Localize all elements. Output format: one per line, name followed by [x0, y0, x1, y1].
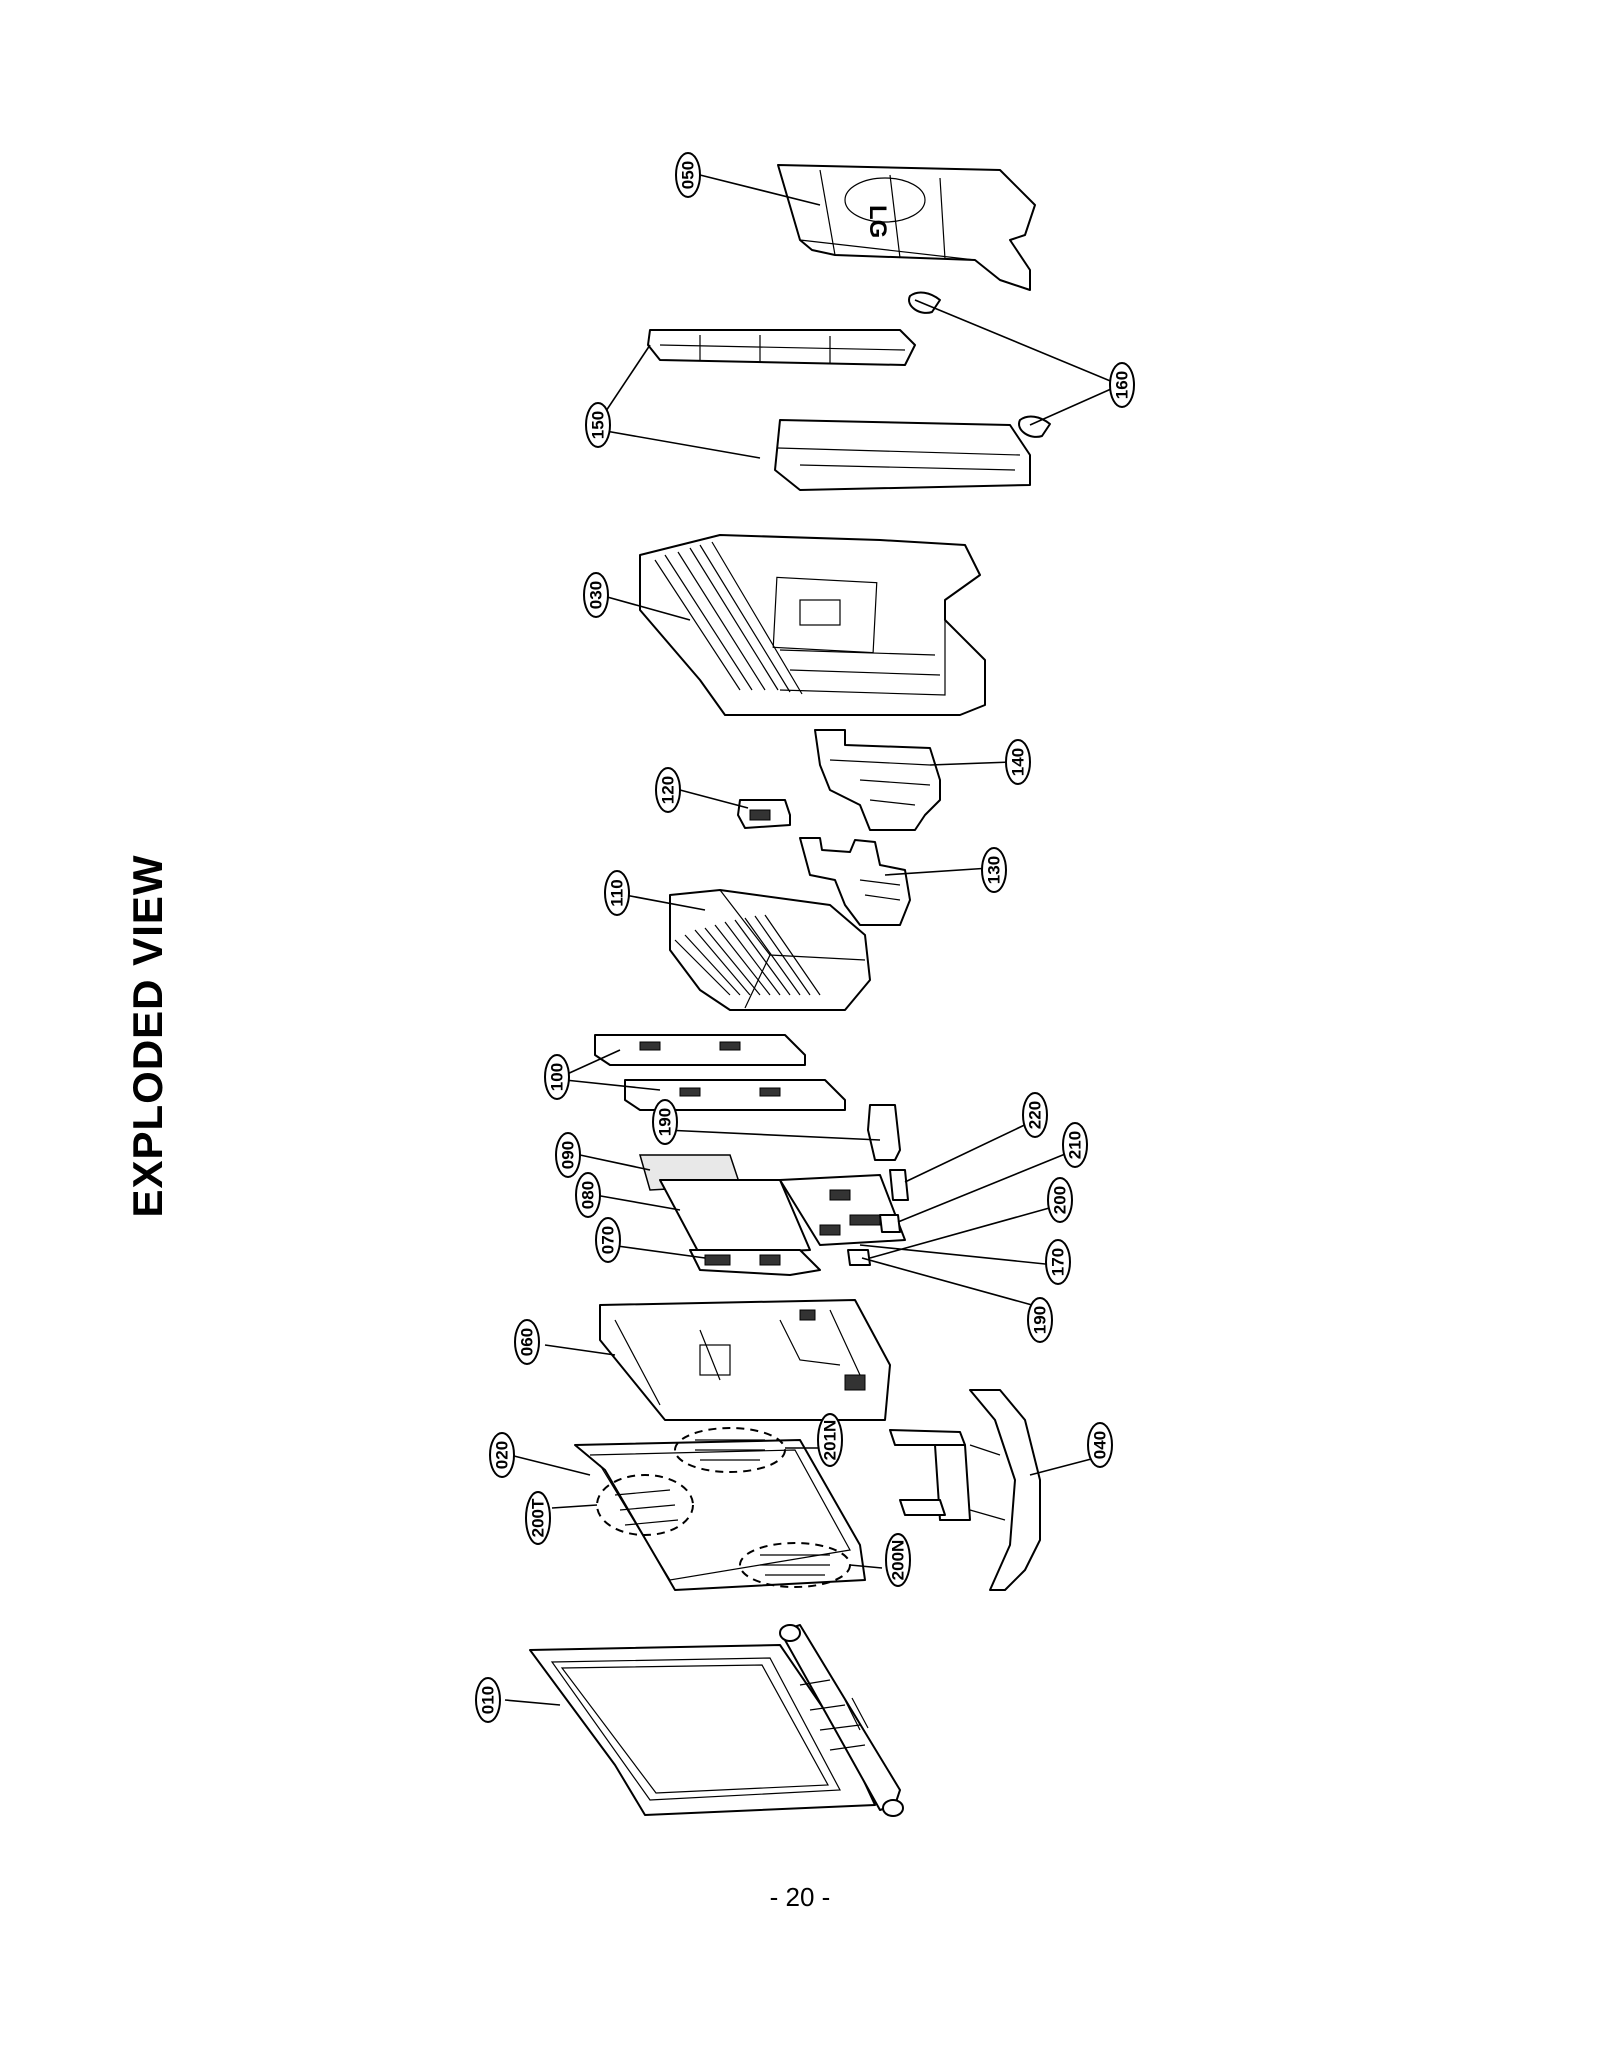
part-010-lcd-panel — [529, 1624, 904, 1817]
callout-110: 110 — [604, 870, 630, 916]
svg-text:030: 030 — [587, 581, 606, 609]
callout-201N: 201N — [817, 1413, 843, 1467]
callout-040: 040 — [1087, 1422, 1113, 1468]
page-number: - 20 - — [769, 1882, 831, 1912]
svg-text:120: 120 — [659, 776, 678, 804]
svg-text:200: 200 — [1051, 1186, 1070, 1214]
svg-text:110: 110 — [608, 879, 627, 906]
callout-020: 020 — [489, 1432, 515, 1478]
lg-logo-icon — [844, 177, 926, 223]
svg-text:150: 150 — [589, 411, 608, 439]
svg-text:140: 140 — [1009, 748, 1028, 776]
part-060-chassis — [599, 1299, 891, 1421]
leader-lines — [504, 174, 1121, 1706]
part-040-stand — [889, 1389, 1041, 1591]
part-220-210-200-connectors — [847, 1169, 909, 1266]
svg-text:LG: LG — [864, 205, 891, 238]
part-140-bracket — [814, 729, 941, 831]
callout-200: 200 — [1047, 1177, 1073, 1223]
callout-030: 030 — [583, 572, 609, 618]
svg-text:090: 090 — [559, 1141, 578, 1169]
svg-text:080: 080 — [579, 1181, 598, 1209]
callout-140: 140 — [1005, 739, 1031, 785]
callout-170: 170 — [1045, 1239, 1071, 1285]
part-030-back-cover — [639, 534, 986, 716]
svg-text:200N: 200N — [889, 1540, 908, 1581]
part-050-rear-cover: LG — [777, 164, 1036, 291]
callout-150: 150 — [585, 402, 611, 448]
callout-090: 090 — [555, 1132, 581, 1178]
callout-050: 050 — [675, 152, 701, 198]
svg-text:201N: 201N — [821, 1420, 840, 1461]
callout-160: 160 — [1109, 362, 1135, 408]
svg-text:190: 190 — [1031, 1306, 1050, 1334]
svg-text:050: 050 — [679, 161, 698, 189]
svg-text:060: 060 — [518, 1328, 537, 1356]
part-130-bracket — [799, 837, 911, 926]
callout-100: 100 — [544, 1054, 570, 1100]
svg-text:130: 130 — [985, 856, 1004, 884]
callout-080: 080 — [575, 1172, 601, 1218]
detail-200T-area — [596, 1474, 694, 1536]
callout-070: 070 — [595, 1217, 621, 1263]
svg-text:200T: 200T — [529, 1498, 548, 1537]
callout-130: 130 — [981, 847, 1007, 893]
detail-201N-area — [674, 1427, 786, 1473]
callout-010: 010 — [475, 1677, 501, 1723]
callout-120: 120 — [655, 767, 681, 813]
svg-text:100: 100 — [548, 1063, 567, 1091]
callout-060: 060 — [514, 1319, 540, 1365]
callout-190-upper: 190 — [652, 1099, 678, 1145]
svg-text:040: 040 — [1091, 1431, 1110, 1459]
part-100-rails — [594, 1034, 846, 1111]
part-120-small-board — [737, 799, 791, 829]
callout-220: 220 — [1022, 1092, 1048, 1138]
part-190-bracket-upper — [867, 1104, 901, 1161]
callout-190-lower: 190 — [1027, 1297, 1053, 1343]
callout-210: 210 — [1062, 1122, 1088, 1168]
svg-text:210: 210 — [1066, 1131, 1085, 1159]
callout-200T: 200T — [525, 1491, 551, 1545]
svg-text:020: 020 — [493, 1441, 512, 1469]
part-110-shield-case — [669, 889, 871, 1011]
part-160-hinge-caps — [908, 291, 1051, 438]
svg-text:070: 070 — [599, 1226, 618, 1254]
part-150-stand-covers — [647, 329, 1031, 491]
svg-text:190: 190 — [656, 1108, 675, 1136]
svg-text:010: 010 — [479, 1686, 498, 1714]
svg-text:160: 160 — [1113, 371, 1132, 399]
callout-200N: 200N — [885, 1533, 911, 1587]
svg-text:220: 220 — [1026, 1101, 1045, 1129]
svg-text:170: 170 — [1049, 1248, 1068, 1276]
part-090-080-070-boards — [639, 1154, 906, 1276]
